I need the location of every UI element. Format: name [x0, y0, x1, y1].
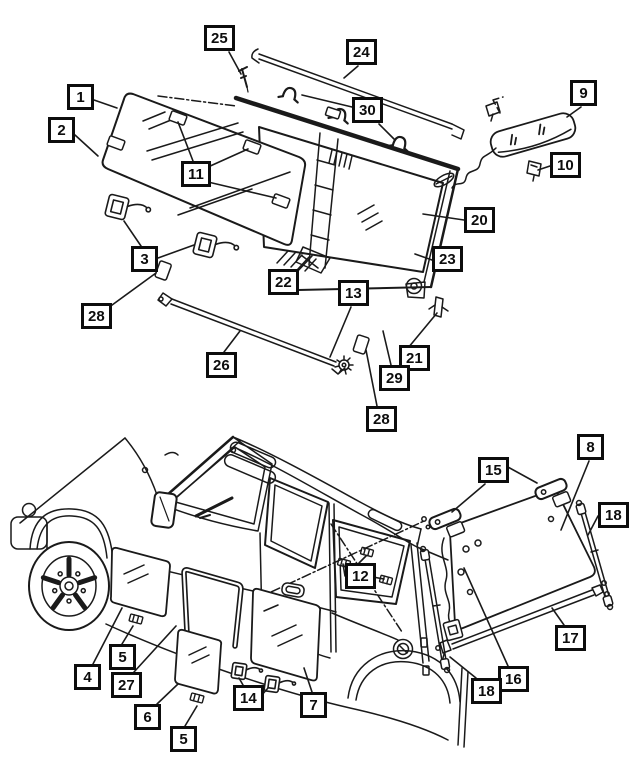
callout-6[interactable]: 6: [134, 704, 161, 730]
callout-18-b[interactable]: 18: [471, 678, 502, 704]
callout-14[interactable]: 14: [233, 685, 264, 711]
callout-27[interactable]: 27: [111, 672, 142, 698]
callout-24[interactable]: 24: [346, 39, 377, 65]
callout-20[interactable]: 20: [464, 207, 495, 233]
windshield-frame-illustration: [236, 98, 458, 354]
header-rail-illustration: [252, 49, 464, 139]
screw-icon: [239, 67, 248, 92]
front-door-glass-illustration: [111, 548, 170, 625]
callout-7[interactable]: 7: [300, 692, 327, 718]
callout-5-a[interactable]: 5: [109, 644, 136, 670]
callout-28-a[interactable]: 28: [81, 303, 112, 329]
gas-struts-illustration: [420, 501, 613, 673]
callout-12[interactable]: 12: [345, 563, 376, 589]
glass-run-channel-illustration: [179, 569, 241, 647]
callout-26[interactable]: 26: [206, 352, 237, 378]
callout-21[interactable]: 21: [399, 345, 430, 371]
callout-28-b[interactable]: 28: [366, 406, 397, 432]
callout-11[interactable]: 11: [181, 161, 211, 187]
callout-10[interactable]: 10: [550, 152, 581, 178]
callout-25[interactable]: 25: [204, 25, 235, 51]
callout-23[interactable]: 23: [432, 246, 463, 272]
callout-17[interactable]: 17: [555, 625, 586, 651]
rear-vent-glass-illustration: [175, 630, 221, 704]
callout-3[interactable]: 3: [131, 246, 158, 272]
callout-2[interactable]: 2: [48, 117, 75, 143]
rearview-mirror-illustration: [432, 97, 578, 189]
support-rod-illustration: [158, 293, 353, 374]
liftgate-check-cable-illustration: [442, 538, 463, 641]
callout-9[interactable]: 9: [570, 80, 597, 106]
liftgate-glass-illustration: [450, 490, 595, 629]
callout-8[interactable]: 8: [577, 434, 604, 460]
callout-30[interactable]: 30: [352, 97, 383, 123]
callout-15[interactable]: 15: [478, 457, 509, 483]
callout-1[interactable]: 1: [67, 84, 94, 110]
callout-16[interactable]: 16: [498, 666, 529, 692]
leader-lines: [75, 52, 598, 726]
rear-door-glass-illustration: [251, 582, 320, 680]
callout-29[interactable]: 29: [379, 365, 410, 391]
callout-5-b[interactable]: 5: [170, 726, 197, 752]
callout-18-a[interactable]: 18: [598, 502, 629, 528]
liftgate-hinges-illustration: [422, 477, 573, 542]
alignment-line: [158, 96, 236, 106]
callout-4[interactable]: 4: [74, 664, 101, 690]
callout-22[interactable]: 22: [268, 269, 299, 295]
callout-13[interactable]: 13: [338, 280, 369, 306]
